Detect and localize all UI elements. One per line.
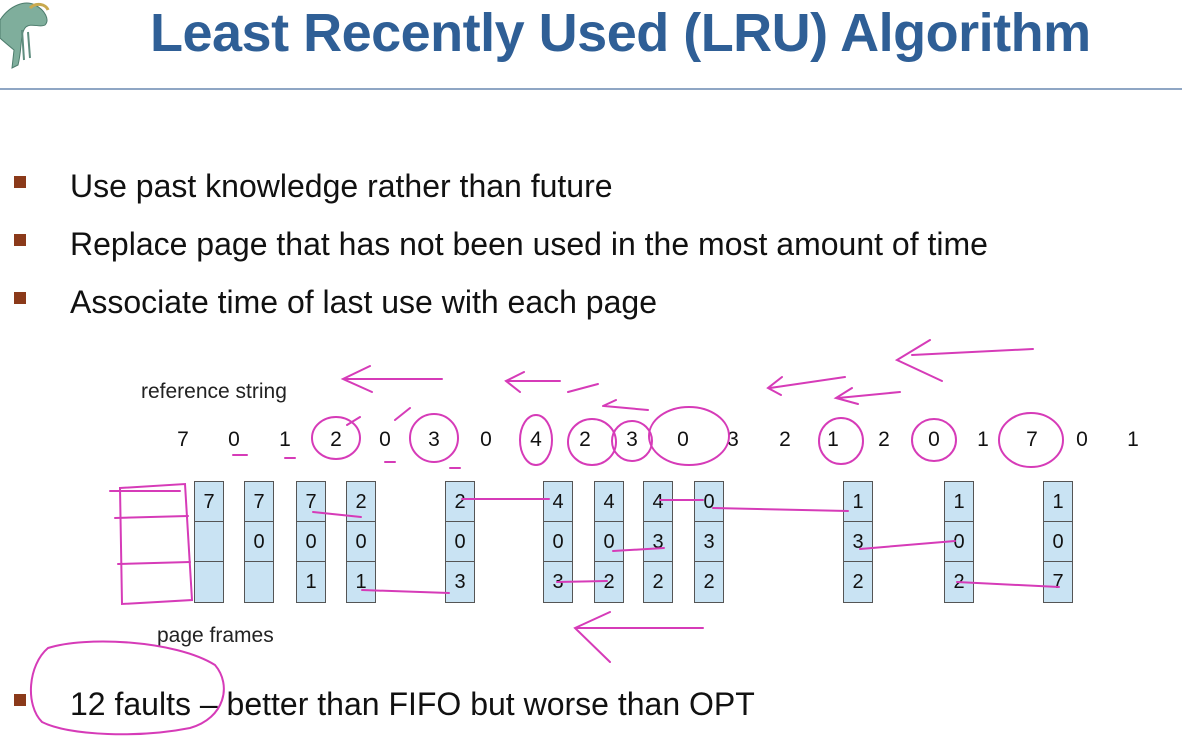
page-frame-cell: 2 (446, 482, 474, 522)
page-frame-cell (195, 562, 223, 602)
bullet-text: 12 faults – better than FIFO but worse t… (70, 686, 755, 722)
bullet-marker-icon (14, 176, 26, 188)
reference-value: 2 (779, 428, 791, 451)
bullet-text: Associate time of last use with each pag… (70, 284, 657, 320)
reference-value: 7 (177, 428, 189, 451)
reference-value: 2 (878, 428, 890, 451)
page-frame-cell: 1 (945, 482, 973, 522)
page-frame-cell: 1 (844, 482, 872, 522)
page-frame-cell: 2 (603, 571, 615, 593)
page-frame-cell: 7 (245, 482, 273, 522)
title-divider (0, 88, 1182, 90)
page-frame-cell: 7 (297, 482, 325, 522)
page-frame-cell: 4 (595, 482, 623, 522)
page-frame-cell: 2 (347, 482, 375, 522)
page-frame-cell: 7 (195, 482, 223, 522)
bullet-marker-icon (14, 292, 26, 304)
reference-value: 0 (379, 428, 391, 451)
page-frame-cell: 0 (1044, 522, 1072, 562)
page-frames-label: page frames (157, 624, 274, 647)
reference-value: 0 (228, 428, 240, 451)
page-frame-cell: 1 (355, 571, 367, 593)
reference-value: 1 (1127, 428, 1139, 451)
page-frame-cell: 0 (297, 522, 325, 562)
page-frame-cell: 0 (544, 522, 572, 562)
reference-value: 1 (827, 428, 839, 451)
page-frame-cell: 3 (695, 522, 723, 562)
reference-value: 4 (530, 428, 542, 451)
reference-string-label: reference string (141, 380, 287, 403)
page-frame-cell (195, 522, 223, 562)
page-frame-cell: 0 (695, 482, 723, 522)
page-frame-column: 7 (194, 481, 224, 603)
bullet-text: Replace page that has not been used in t… (70, 226, 988, 262)
reference-value: 0 (1076, 428, 1088, 451)
bullet-marker-icon (14, 694, 26, 706)
reference-value: 2 (579, 428, 591, 451)
reference-value: 2 (330, 428, 342, 451)
page-frame-cell: 0 (245, 522, 273, 562)
page-frame-cell: 1 (1044, 482, 1072, 522)
page-frame-cell: 4 (544, 482, 572, 522)
bullet-item-faults: 12 faults – better than FIFO but worse t… (14, 686, 755, 723)
reference-value: 3 (428, 428, 440, 451)
page-frame-cell: 3 (644, 522, 672, 562)
bullet-text: Use past knowledge rather than future (70, 168, 613, 204)
page-frame-cell: 2 (652, 571, 664, 593)
bullet-item: Associate time of last use with each pag… (14, 284, 657, 321)
bullet-item: Replace page that has not been used in t… (14, 226, 988, 263)
page-frame-cell: 0 (945, 522, 973, 562)
page-frame-cell: 3 (552, 571, 564, 593)
bullet-item: Use past knowledge rather than future (14, 168, 613, 205)
page-frame-cell: 2 (852, 571, 864, 593)
page-frame-cell: 1 (305, 571, 317, 593)
page-frame-cell: 0 (347, 522, 375, 562)
page-frame-cell: 0 (446, 522, 474, 562)
reference-value: 0 (928, 428, 940, 451)
page-frame-cell: 4 (644, 482, 672, 522)
reference-value: 0 (480, 428, 492, 451)
page-frame-cell: 2 (953, 571, 965, 593)
dinosaur-logo-icon (0, 2, 50, 69)
reference-value: 1 (279, 428, 291, 451)
slide-title: Least Recently Used (LRU) Algorithm (150, 3, 1091, 63)
reference-value: 0 (677, 428, 689, 451)
page-frame-cell: 0 (595, 522, 623, 562)
page-frame-cell: 3 (844, 522, 872, 562)
bullet-marker-icon (14, 234, 26, 246)
reference-value: 3 (727, 428, 739, 451)
reference-value: 3 (626, 428, 638, 451)
page-frame-cell: 2 (703, 571, 715, 593)
page-frame-cell: 7 (1052, 571, 1064, 593)
reference-value: 1 (977, 428, 989, 451)
reference-value: 7 (1026, 428, 1038, 451)
page-frame-cell (245, 562, 273, 602)
page-frame-cell: 3 (454, 571, 466, 593)
